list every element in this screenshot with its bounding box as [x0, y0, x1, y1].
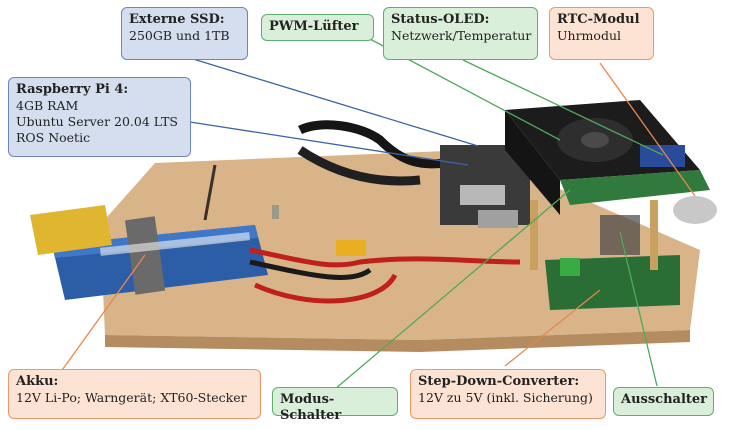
- label-line: Netzwerk/Temperatur: [391, 28, 532, 43]
- label-akku: Akku: 12V Li-Po; Warngerät; XT60-Stecker: [8, 369, 261, 419]
- pointer-modus: [334, 189, 571, 390]
- label-line: 250GB und 1TB: [129, 28, 230, 43]
- pointer-akku: [59, 254, 146, 374]
- label-title: RTC-Modul: [557, 12, 640, 27]
- label-title: Raspberry Pi 4:: [16, 82, 129, 97]
- rtc-battery: [673, 196, 717, 224]
- label-pwm-luefter: PWM-Lüfter: [261, 14, 374, 41]
- board-rod: [203, 164, 217, 221]
- black-cable: [249, 259, 372, 280]
- switch-wires: [600, 215, 640, 255]
- black-cable-bundle: [297, 120, 462, 169]
- label-line: 12V zu 5V (inkl. Sicherung): [418, 390, 593, 405]
- black-cable-bundle-2: [297, 146, 421, 186]
- standoff-left: [530, 200, 538, 270]
- label-title: Externe SSD:: [129, 12, 225, 27]
- red-cable-loop: [253, 273, 398, 304]
- label-title: Akku:: [16, 374, 59, 389]
- label-title: Step-Down-Converter:: [418, 374, 580, 389]
- label-line: ROS Noetic: [16, 130, 91, 145]
- usb-plug-2: [478, 210, 518, 228]
- pointer-ssd: [179, 54, 479, 147]
- xt60-connector: [336, 240, 366, 256]
- pcb-top: [560, 170, 710, 205]
- pointer-rtc: [599, 62, 696, 197]
- green-terminal: [560, 258, 580, 276]
- label-line: 12V Li-Po; Warngerät; XT60-Stecker: [16, 390, 247, 405]
- label-raspberry-pi: Raspberry Pi 4: 4GB RAM Ubuntu Server 20…: [8, 77, 191, 157]
- label-line: Uhrmodul: [557, 28, 621, 43]
- screw-left: [272, 205, 279, 219]
- label-status-oled: Status-OLED: Netzwerk/Temperatur: [383, 7, 538, 60]
- label-title: Status-OLED:: [391, 12, 490, 27]
- label-title: Ausschalter: [621, 392, 708, 407]
- usb-plug-1: [460, 185, 505, 205]
- oled-display: [640, 145, 685, 167]
- label-line: 4GB RAM: [16, 98, 79, 113]
- label-ausschalter: Ausschalter: [613, 387, 714, 416]
- pointer-oled: [462, 59, 664, 156]
- pointer-pi: [189, 121, 469, 166]
- pointer-aus: [619, 231, 658, 387]
- red-cable: [249, 247, 521, 268]
- lipo-battery: [30, 205, 268, 300]
- label-rtc-modul: RTC-Modul Uhrmodul: [549, 7, 654, 60]
- label-title: Modus-Schalter: [280, 392, 342, 423]
- pointer-stepdown: [504, 289, 601, 367]
- label-title: PWM-Lüfter: [269, 19, 359, 34]
- label-line: Ubuntu Server 20.04 LTS: [16, 114, 178, 129]
- label-externe-ssd: Externe SSD: 250GB und 1TB: [121, 7, 248, 60]
- label-modus-schalter: Modus-Schalter: [272, 387, 398, 423]
- standoff-right: [650, 200, 658, 270]
- label-step-down-converter: Step-Down-Converter: 12V zu 5V (inkl. Si…: [410, 369, 606, 419]
